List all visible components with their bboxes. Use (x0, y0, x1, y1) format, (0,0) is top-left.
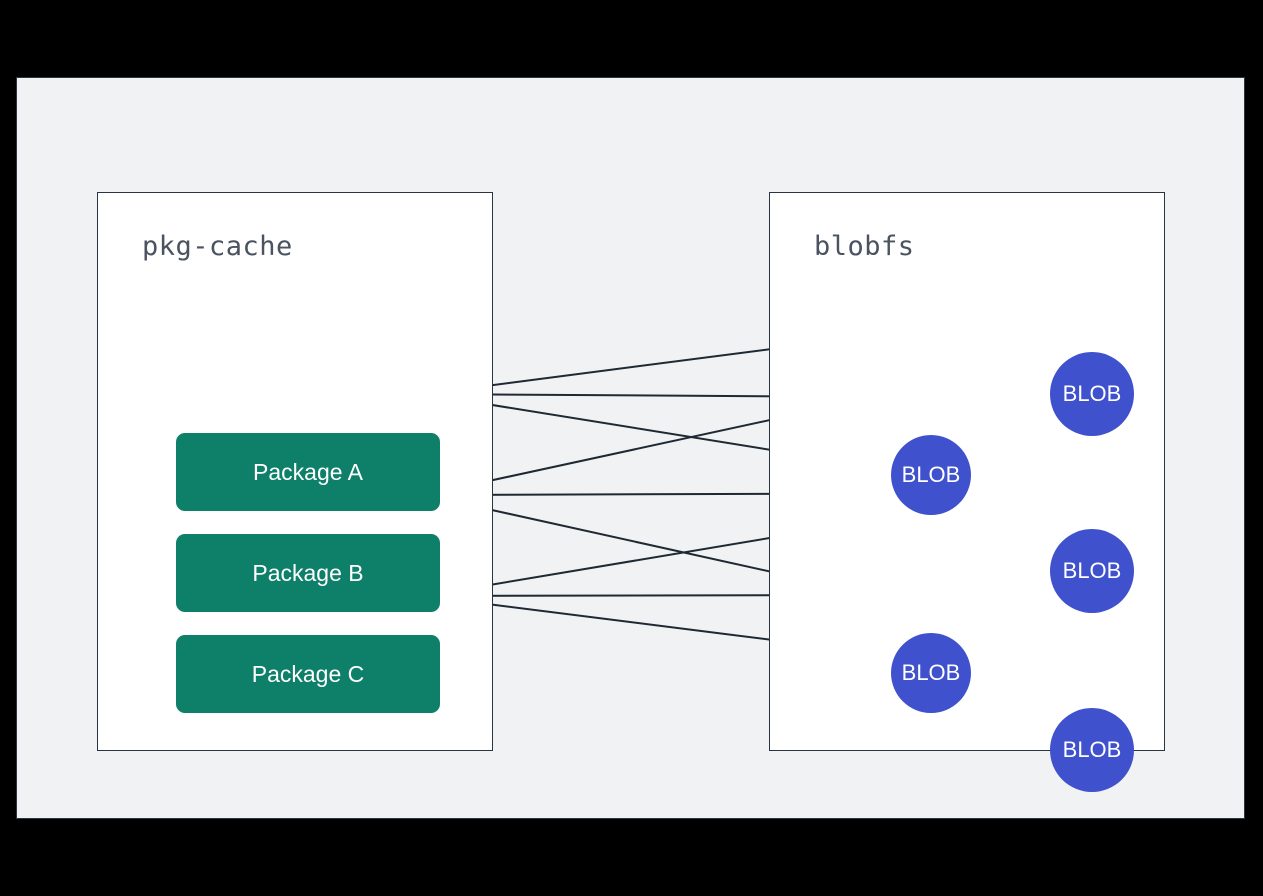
blob-node-3[interactable]: BLOB (1050, 529, 1134, 613)
blob-node-1[interactable]: BLOB (1050, 352, 1134, 436)
package-node-a[interactable]: Package A (176, 433, 440, 511)
blob-node-5[interactable]: BLOB (1050, 708, 1134, 792)
package-node-c[interactable]: Package C (176, 635, 440, 713)
blob-node-2[interactable]: BLOB (891, 435, 971, 515)
pkg-cache-title: pkg-cache (142, 231, 293, 262)
package-node-b[interactable]: Package B (176, 534, 440, 612)
blob-node-4[interactable]: BLOB (891, 633, 971, 713)
blobfs-title: blobfs (814, 231, 915, 262)
diagram-canvas: pkg-cache blobfs Package A Package B Pac… (16, 77, 1245, 819)
